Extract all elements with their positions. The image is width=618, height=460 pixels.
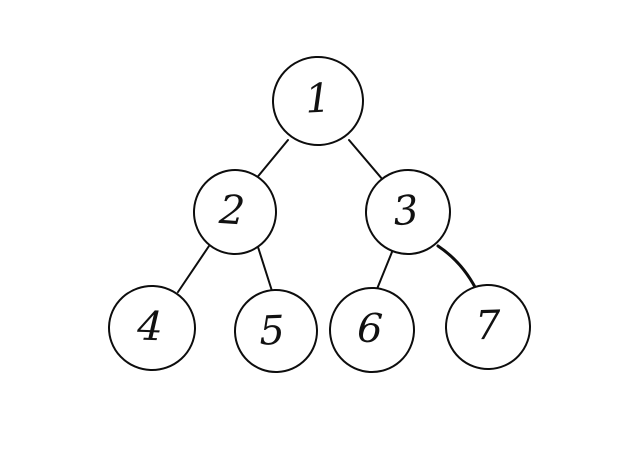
tree-node-3[interactable]: 3 <box>362 166 453 257</box>
node-label-2: 2 <box>217 187 247 235</box>
node-label-5: 5 <box>258 308 285 355</box>
tree-node-5[interactable]: 5 <box>234 289 319 374</box>
node-label-6: 6 <box>356 305 384 352</box>
node-circle-1 <box>272 55 364 147</box>
edge-n3-n6 <box>376 251 393 290</box>
tree-node-6[interactable]: 6 <box>328 286 416 374</box>
edge-n1-n3 <box>348 139 384 181</box>
node-circle-6 <box>329 287 415 373</box>
tree-node-2[interactable]: 2 <box>191 167 279 257</box>
node-circle-7 <box>445 284 531 370</box>
tree-node-1[interactable]: 1 <box>271 55 365 148</box>
node-circle-3 <box>365 169 451 255</box>
nodes-layer: 1 2 3 4 5 6 7 <box>108 55 532 374</box>
node-label-7: 7 <box>474 303 502 350</box>
node-circle-5 <box>234 289 318 373</box>
edge-n3-n7 <box>436 244 478 291</box>
edge-n2-n5 <box>257 246 273 292</box>
tree-node-7[interactable]: 7 <box>445 284 532 371</box>
node-label-4: 4 <box>136 303 164 350</box>
edge-n1-n2 <box>254 139 289 181</box>
node-circle-2 <box>192 169 278 255</box>
edges-layer <box>177 139 478 293</box>
edge-n2-n4 <box>177 245 210 293</box>
node-label-3: 3 <box>391 187 420 235</box>
tree-node-4[interactable]: 4 <box>108 284 197 372</box>
node-label-1: 1 <box>304 75 332 122</box>
node-circle-4 <box>108 284 196 372</box>
